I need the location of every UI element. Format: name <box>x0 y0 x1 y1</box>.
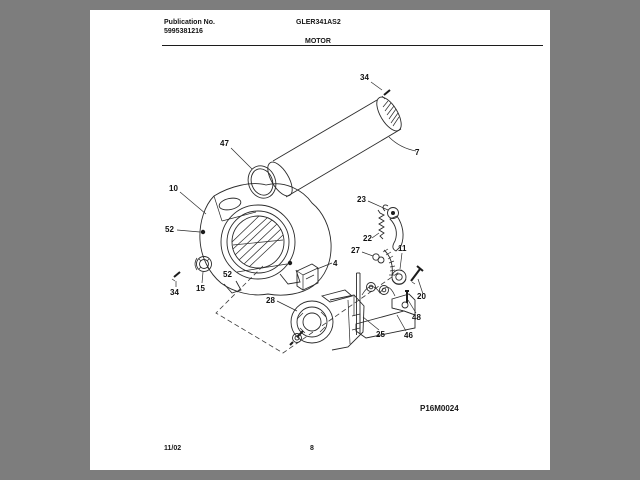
callout-48-stud: 48 <box>412 313 421 322</box>
callout-10-blower-housing: 10 <box>169 184 178 193</box>
callout-23-idler-arm: 23 <box>357 195 366 204</box>
diagram-code: P16M0024 <box>420 404 459 413</box>
callout-46-screw: 46 <box>404 331 413 340</box>
page-number: 8 <box>310 445 314 452</box>
callout-22-spring: 22 <box>363 234 372 243</box>
callout-27-washer: 27 <box>351 246 360 255</box>
callout-47-seal: 47 <box>220 139 229 148</box>
header-rule <box>162 45 543 46</box>
callout-34-duct-screw: 34 <box>360 73 369 82</box>
callout-4-mount-pad: 4 <box>333 259 338 268</box>
callout-25-motor-bracket: 25 <box>376 330 385 339</box>
callout-11-pulley: 11 <box>398 244 407 253</box>
callout-20-screw: 20 <box>417 292 426 301</box>
callout-15-hub: 15 <box>196 284 205 293</box>
callout-28-motor: 28 <box>266 296 275 305</box>
callout-52-screw-left: 52 <box>165 225 174 234</box>
callout-34-screw-lower: 34 <box>170 288 179 297</box>
page-paper <box>90 10 550 470</box>
revision-date: 11/02 <box>164 445 182 452</box>
publication-number: 5995381216 <box>164 28 203 35</box>
section-title: MOTOR <box>305 38 331 45</box>
model-number: GLER341AS2 <box>296 19 341 26</box>
callout-52-screw-bottom: 52 <box>223 270 232 279</box>
publication-label: Publication No. <box>164 19 215 26</box>
callout-7-air-duct: 7 <box>415 148 420 157</box>
